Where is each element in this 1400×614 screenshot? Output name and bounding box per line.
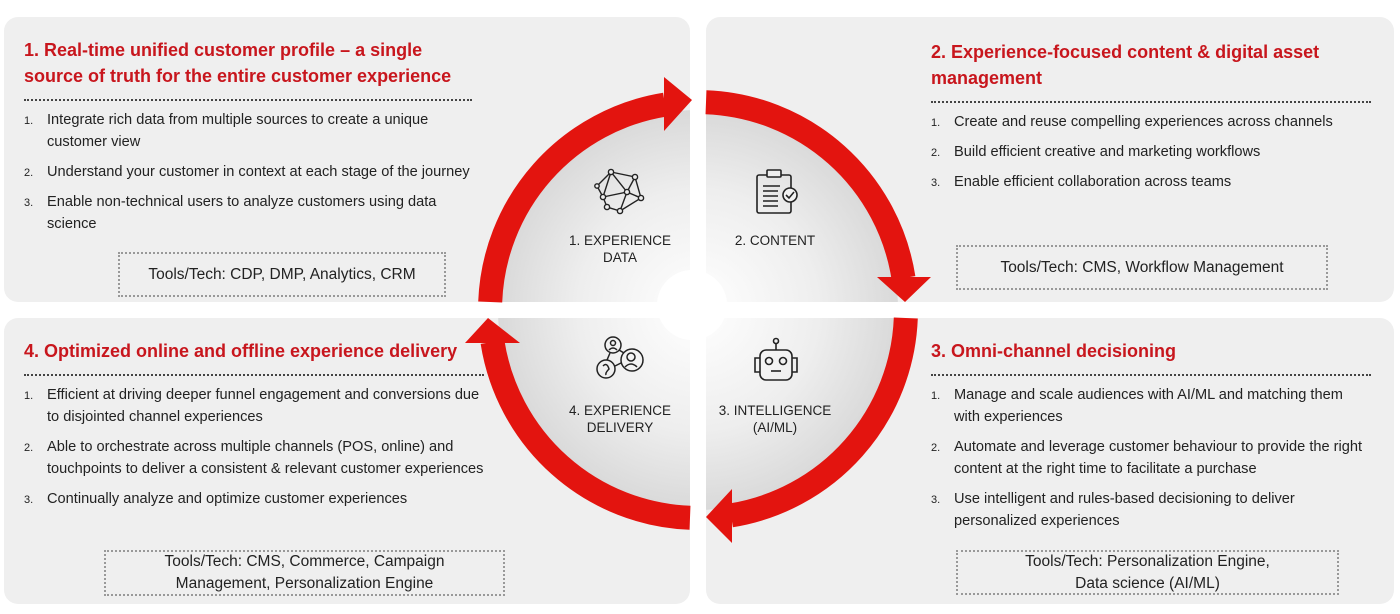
item-list: 1. Efficient at driving deeper funnel eng…: [24, 384, 484, 510]
list-item: 1. Integrate rich data from multiple sour…: [24, 109, 472, 153]
item-number: 2.: [931, 442, 941, 454]
list-item: 3. Continually analyze and optimize custo…: [24, 488, 484, 510]
dotted-divider: [931, 374, 1371, 376]
robot-icon: [754, 337, 798, 381]
item-number: 3.: [24, 197, 34, 209]
item-text: Automate and leverage customer behaviour…: [954, 439, 1363, 477]
item-number: 1.: [931, 117, 941, 129]
panel-title: 4. Optimized online and offline experien…: [24, 341, 458, 361]
list-item: 1. Create and reuse compelling experience…: [931, 111, 1371, 133]
tools-line: Management, Personalization Engine: [175, 575, 434, 592]
list-item: 1. Manage and scale audiences with AI/ML …: [931, 384, 1371, 428]
panel-title: 2. Experience-focused content & digital …: [931, 42, 1320, 88]
cycle-label-experience-delivery: 4. EXPERIENCE DELIVERY: [550, 402, 690, 436]
item-text: Manage and scale audiences with AI/ML an…: [954, 387, 1343, 425]
tools-line: Data science (AI/ML): [1075, 574, 1220, 592]
item-number: 3.: [24, 494, 34, 506]
arc-2: [705, 90, 916, 280]
item-text: Integrate rich data from multiple source…: [47, 112, 429, 150]
item-number: 3.: [931, 494, 941, 506]
center-circle: [657, 270, 727, 340]
list-item: 2. Automate and leverage customer behavio…: [931, 436, 1371, 480]
list-item: 2. Able to orchestrate across multiple ch…: [24, 436, 484, 480]
list-item: 3. Use intelligent and rules-based decisi…: [931, 488, 1371, 532]
cycle-label-line: DELIVERY: [586, 420, 654, 435]
tools-tech-box: Tools/Tech: CMS, Commerce, Campaign Mana…: [104, 550, 505, 596]
arc-1: [478, 92, 667, 303]
tools-tech-box: Tools/Tech: Personalization Engine, Data…: [956, 550, 1339, 595]
clipboard-check-icon: [756, 169, 798, 214]
cycle-label-experience-data: 1. EXPERIENCE DATA: [550, 232, 690, 266]
list-item: 3. Enable efficient collaboration across …: [931, 171, 1371, 193]
item-list: 1. Integrate rich data from multiple sour…: [24, 109, 472, 235]
tools-line: Tools/Tech: Personalization Engine,: [1025, 552, 1270, 570]
panel-3-content: 3. Omni-channel decisioning 1. Manage and…: [931, 338, 1371, 540]
item-list: 1. Manage and scale audiences with AI/ML …: [931, 384, 1371, 532]
item-number: 1.: [24, 115, 34, 127]
item-text: Understand your customer in context at e…: [47, 164, 470, 180]
arrow-right-icon: [664, 77, 692, 131]
item-text: Enable efficient collaboration across te…: [954, 174, 1232, 190]
panel-1-content: 1. Real-time unified customer profile – …: [24, 37, 472, 243]
cycle-label-line: 2. CONTENT: [734, 233, 816, 248]
cycle-label-intelligence: 3. INTELLIGENCE (AI/ML): [705, 402, 845, 436]
list-item: 1. Efficient at driving deeper funnel eng…: [24, 384, 484, 428]
cycle-label-line: DATA: [602, 250, 637, 265]
item-number: 2.: [931, 147, 941, 159]
tools-tech-box: Tools/Tech: CMS, Workflow Management: [956, 245, 1328, 290]
people-network-icon: [596, 336, 644, 379]
item-text: Efficient at driving deeper funnel engag…: [47, 387, 480, 425]
list-item: 3. Enable non-technical users to analyze …: [24, 191, 472, 235]
dotted-divider: [931, 101, 1371, 103]
cycle-label-line: 1. EXPERIENCE: [568, 233, 672, 248]
arc-4: [480, 340, 691, 530]
item-text: Enable non-technical users to analyze cu…: [47, 194, 437, 232]
network-icon: [594, 168, 645, 215]
dotted-divider: [24, 374, 484, 376]
item-number: 3.: [931, 177, 941, 189]
item-number: 2.: [24, 442, 34, 454]
item-number: 2.: [24, 167, 34, 179]
tools-tech-box: Tools/Tech: CDP, DMP, Analytics, CRM: [118, 252, 446, 297]
list-item: 2. Build efficient creative and marketing…: [931, 141, 1371, 163]
item-number: 1.: [931, 390, 941, 402]
cycle-label-line: (AI/ML): [752, 420, 798, 435]
arrow-up-icon: [465, 318, 520, 343]
item-text: Build efficient creative and marketing w…: [954, 144, 1261, 160]
dotted-divider: [24, 99, 472, 101]
item-number: 1.: [24, 390, 34, 402]
item-text: Create and reuse compelling experiences …: [954, 114, 1333, 130]
arrow-down-icon: [877, 277, 931, 302]
cycle-label-line: 3. INTELLIGENCE: [718, 403, 832, 418]
panel-2-content: 2. Experience-focused content & digital …: [931, 39, 1371, 201]
cycle-label-line: 4. EXPERIENCE: [568, 403, 672, 418]
tools-line: Tools/Tech: CMS, Commerce, Campaign: [164, 553, 445, 570]
cycle-label-content: 2. CONTENT: [705, 232, 845, 249]
item-text: Continually analyze and optimize custome…: [47, 491, 408, 507]
item-text: Able to orchestrate across multiple chan…: [47, 439, 484, 477]
item-list: 1. Create and reuse compelling experience…: [931, 111, 1371, 193]
panel-title: 1. Real-time unified customer profile – …: [24, 40, 452, 86]
item-text: Use intelligent and rules-based decision…: [954, 491, 1295, 529]
panel-4-content: 4. Optimized online and offline experien…: [24, 338, 484, 518]
arc-3: [729, 317, 918, 528]
arrow-left-icon: [706, 489, 732, 543]
panel-title: 3. Omni-channel decisioning: [931, 341, 1177, 361]
list-item: 2. Understand your customer in context at…: [24, 161, 472, 183]
